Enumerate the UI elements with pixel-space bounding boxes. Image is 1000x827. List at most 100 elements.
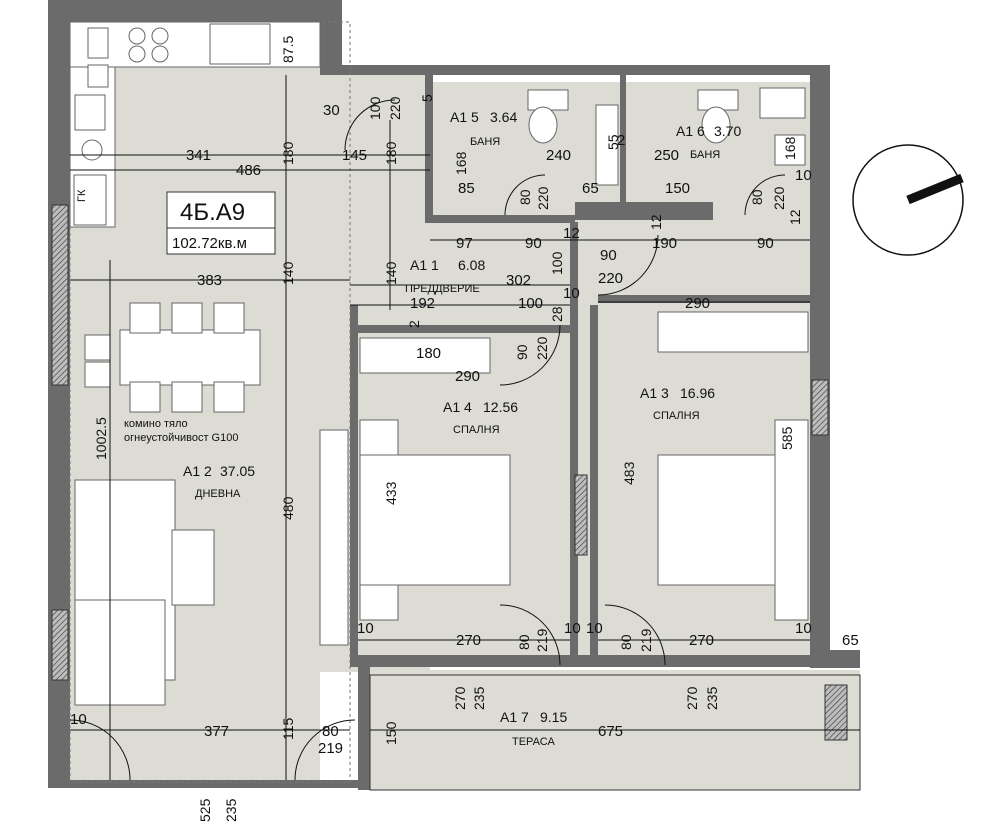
dim: 90 [600, 247, 617, 264]
dim: 525 [197, 798, 213, 822]
dim: 180 [383, 141, 399, 165]
dim: 100 [367, 96, 383, 120]
north-arrow [852, 144, 964, 256]
dim: 235 [223, 798, 239, 822]
dim: 220 [771, 186, 787, 210]
dim: 433 [383, 481, 399, 505]
dim: 377 [204, 723, 229, 740]
gk-note: ГК [76, 189, 88, 202]
room-7-id: A1 7 [500, 709, 529, 725]
fireplace-note-1: комино тяло [124, 418, 188, 430]
dim: 192 [410, 295, 435, 312]
living-furniture [74, 429, 349, 706]
dim: 140 [383, 261, 399, 285]
dim: 150 [383, 721, 399, 745]
dim: 10 [795, 167, 812, 184]
dim: 12 [563, 225, 580, 242]
room-6-name: БАНЯ [690, 149, 720, 161]
dim: 219 [318, 740, 343, 757]
dim: 220 [535, 186, 551, 210]
room-2-area: 37.05 [220, 463, 255, 479]
room-7-name: ТЕРАСА [512, 736, 555, 748]
dim: 483 [621, 461, 637, 485]
dim: 10 [564, 620, 581, 637]
dim: 486 [236, 162, 261, 179]
bedroom-furniture [359, 311, 809, 621]
fireplace-note-2: огнеустойчивост G100 [124, 432, 238, 444]
room-2-id: A1 2 [183, 463, 212, 479]
dim: 140 [280, 261, 296, 285]
dim: 10 [70, 711, 87, 728]
dim: 2 [617, 132, 625, 149]
dim: 28 [549, 306, 565, 322]
dim: 270 [684, 686, 700, 710]
dim: 145 [342, 147, 367, 164]
room-7-area: 9.15 [540, 709, 567, 725]
dim: 290 [455, 368, 480, 385]
dim: 90 [757, 235, 774, 252]
dim: 220 [598, 270, 623, 287]
dimension-lines [70, 75, 860, 780]
dim: 87.5 [280, 36, 296, 63]
dim: 235 [704, 686, 720, 710]
apartment-label: 4Б.А9 102.72кв.м [166, 191, 276, 255]
dim: 65 [582, 180, 599, 197]
room-6-area: 3.70 [714, 123, 741, 139]
dim: 250 [654, 147, 679, 164]
dim: 12 [648, 214, 664, 230]
terrace-railing [369, 674, 861, 791]
dim: 270 [452, 686, 468, 710]
dim: 10 [357, 620, 374, 637]
room-1-name: ПРЕДДВЕРИЕ [405, 283, 480, 295]
dining-table [84, 302, 261, 413]
dim: 675 [598, 723, 623, 740]
dim: 240 [546, 147, 571, 164]
room-5-id: A1 5 [450, 109, 479, 125]
room-2-name: ДНЕВНА [195, 488, 241, 500]
dim: 219 [638, 628, 654, 652]
dim: 180 [416, 345, 441, 362]
room-4-area: 12.56 [483, 399, 518, 415]
room-4-id: A1 4 [443, 399, 472, 415]
dim: 1002.5 [93, 417, 109, 460]
dim: 220 [534, 336, 550, 360]
dim: 290 [685, 295, 710, 312]
vertical-dimension-labels: 87.5 180 180 100 220 5 168 80 220 55 168… [93, 36, 803, 822]
dim: 180 [280, 141, 296, 165]
dim: 5 [419, 94, 435, 102]
dim: 65 [842, 632, 859, 649]
dim: 10 [795, 620, 812, 637]
walls [48, 0, 860, 790]
door-swings [69, 99, 786, 781]
dim: 80 [517, 189, 533, 205]
room-5-area: 3.64 [490, 109, 517, 125]
dim: 270 [689, 632, 714, 649]
dim: 30 [323, 102, 340, 119]
apartment-code: 4Б.А9 [180, 199, 245, 226]
dim: 270 [456, 632, 481, 649]
dim: 90 [514, 344, 530, 360]
room-3-name: СПАЛНЯ [653, 410, 700, 422]
dim: 80 [516, 634, 532, 650]
room-labels: A1 1 6.08 ПРЕДДВЕРИЕ A1 2 37.05 ДНЕВНА A… [76, 109, 741, 748]
dim: 168 [782, 136, 798, 160]
dim: 168 [453, 151, 469, 175]
room-4-name: СПАЛНЯ [453, 424, 500, 436]
dim: 55 [605, 134, 621, 150]
dim: 383 [197, 272, 222, 289]
dim: 480 [280, 496, 296, 520]
dim: 235 [471, 686, 487, 710]
dim: 80 [322, 723, 339, 740]
dim: 10 [586, 620, 603, 637]
dim: 85 [458, 180, 475, 197]
dim: 10 [563, 285, 580, 302]
dim: 100 [518, 295, 543, 312]
dim: 219 [534, 628, 550, 652]
windows [51, 204, 848, 741]
dim: 341 [186, 147, 211, 164]
dim: 100 [549, 251, 565, 275]
dim: 585 [779, 426, 795, 450]
room-1-id: A1 1 [410, 257, 439, 273]
room-5-name: БАНЯ [470, 136, 500, 148]
